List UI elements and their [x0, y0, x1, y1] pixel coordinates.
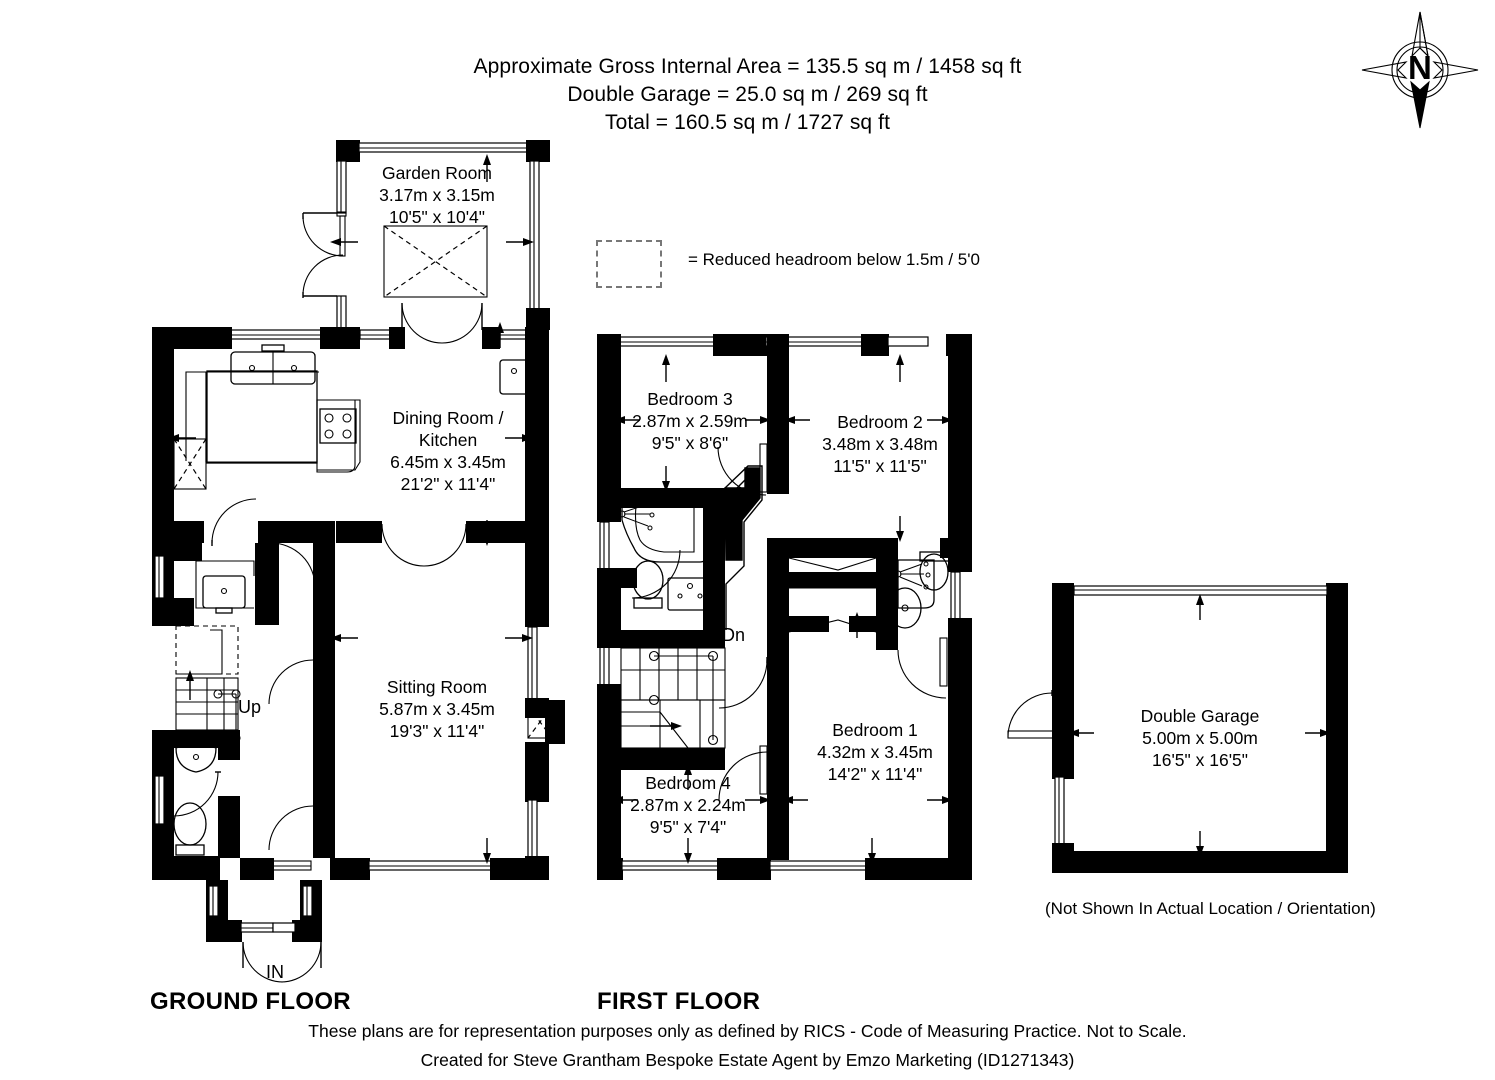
room-dim-metric: 2.87m x 2.24m — [630, 795, 746, 815]
room-name: Dining Room / — [392, 408, 504, 428]
compass-north-label: N — [1408, 49, 1432, 86]
room-dim-metric: 3.17m x 3.15m — [379, 185, 495, 205]
room-dim-metric: 4.32m x 3.45m — [817, 742, 933, 762]
reduced-headroom-label: = Reduced headroom below 1.5m / 5'0 — [688, 250, 980, 269]
room-name: Garden Room — [382, 163, 492, 183]
room-dim-imperial: 21'2" x 11'4" — [400, 474, 496, 494]
room-name-line2: Kitchen — [418, 430, 478, 450]
room-label-double-garage: Double Garage 5.00m x 5.00m 16'5" x 16'5… — [1130, 705, 1270, 771]
room-label-sitting-room: Sitting Room 5.87m x 3.45m 19'3" x 11'4" — [367, 676, 507, 742]
garage-plan — [1007, 583, 1348, 873]
room-name: Sitting Room — [386, 677, 488, 697]
total-area-text: Total = 160.5 sq m / 1727 sq ft — [604, 111, 891, 134]
room-dim-imperial: 9'5" x 7'4" — [649, 817, 727, 837]
room-dim-imperial: 10'5" x 10'4" — [389, 207, 485, 227]
disclaimer-text: These plans are for representation purpo… — [308, 1021, 1187, 1041]
room-label-garden-room: Garden Room 3.17m x 3.15m 10'5" x 10'4" — [377, 162, 497, 228]
room-label-bedroom-4: Bedroom 4 2.87m x 2.24m 9'5" x 7'4" — [618, 772, 758, 838]
room-dim-metric: 2.87m x 2.59m — [632, 411, 748, 431]
room-dim-metric: 3.48m x 3.48m — [822, 434, 938, 454]
room-dim-metric: 5.87m x 3.45m — [379, 699, 495, 719]
entrance-in-label: IN — [266, 962, 284, 982]
garage-area-text: Double Garage = 25.0 sq m / 269 sq ft — [567, 83, 928, 106]
room-label-bedroom-1: Bedroom 1 4.32m x 3.45m 14'2" x 11'4" — [805, 719, 945, 785]
room-dim-imperial: 9'5" x 8'6" — [651, 433, 729, 453]
ground-floor-plan — [152, 140, 565, 983]
stairs-down-label: Dn — [722, 625, 746, 645]
room-name: Bedroom 1 — [832, 720, 918, 740]
ground-floor-title: GROUND FLOOR — [150, 988, 351, 1015]
room-dim-imperial: 11'5" x 11'5" — [833, 456, 927, 476]
room-name: Bedroom 4 — [645, 773, 731, 793]
reduced-headroom-swatch — [596, 240, 662, 288]
room-name: Bedroom 3 — [647, 389, 733, 409]
room-dim-imperial: 19'3" x 11'4" — [389, 721, 485, 741]
gross-internal-area-text: Approximate Gross Internal Area = 135.5 … — [473, 55, 1022, 78]
room-label-bedroom-3: Bedroom 3 2.87m x 2.59m 9'5" x 8'6" — [620, 388, 760, 454]
room-dim-imperial: 14'2" x 11'4" — [827, 764, 923, 784]
first-floor-title: FIRST FLOOR — [597, 988, 761, 1015]
room-label-dining-kitchen: Dining Room / Kitchen 6.45m x 3.45m 21'2… — [378, 407, 518, 495]
room-dim-imperial: 16'5" x 16'5" — [1152, 750, 1248, 770]
first-floor-plan — [597, 334, 972, 880]
room-label-bedroom-2: Bedroom 2 3.48m x 3.48m 11'5" x 11'5" — [810, 411, 950, 477]
room-dim-metric: 5.00m x 5.00m — [1142, 728, 1258, 748]
room-name: Double Garage — [1140, 706, 1260, 726]
stairs-up-label: Up — [238, 697, 262, 717]
room-dim-metric: 6.45m x 3.45m — [390, 452, 506, 472]
garage-location-note: (Not Shown In Actual Location / Orientat… — [1045, 899, 1376, 918]
credit-text: Created for Steve Grantham Bespoke Estat… — [420, 1050, 1075, 1070]
room-name: Bedroom 2 — [837, 412, 923, 432]
